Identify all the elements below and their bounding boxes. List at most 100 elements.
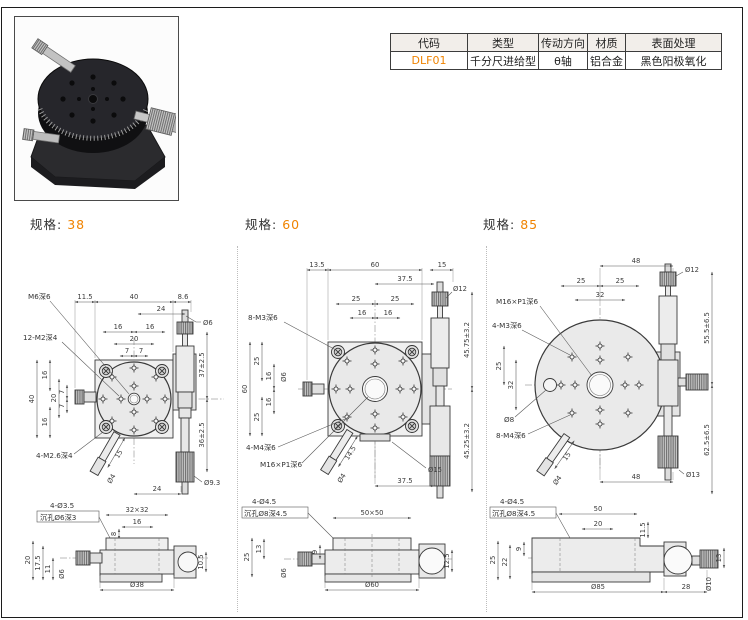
- dim-60-mic-offset: 15: [438, 261, 447, 269]
- spec-label-text: 规格:: [245, 217, 278, 232]
- callout-60-8m3: 8-M3深6: [248, 313, 278, 322]
- dim-85-knob-dia: Ø13: [686, 471, 700, 479]
- dim-38-dia38: Ø38: [130, 581, 144, 589]
- dim-85-L25: 25: [495, 362, 503, 371]
- dim-38-tip-dia: Ø6: [203, 319, 213, 327]
- dim-85-lever-length: 15: [561, 451, 573, 463]
- cell-material: 铝合金: [587, 51, 626, 70]
- dim-38-body-height: 40: [28, 395, 36, 404]
- dim-85-25b: 25: [616, 277, 625, 285]
- dim-38-L16a: 16: [41, 371, 49, 380]
- spec-table-row: DLF01 千分尺进给型 θ轴 铝合金 黑色阳极氧化: [390, 51, 722, 70]
- drawing-85-side: 4-Ø4.5 沉孔Ø8深4.5 50 20 11.5 25 22 9: [489, 497, 726, 594]
- spec-label-38: 规格: 38: [30, 214, 85, 233]
- dim-38-lever-length: 15: [113, 448, 124, 459]
- cell-finish: 黑色阳极氧化: [625, 51, 722, 70]
- dim-38-offset: 11.5: [77, 293, 92, 301]
- dim-38-L20: 20: [50, 394, 58, 403]
- dim-38-bottom-24: 24: [153, 485, 162, 493]
- dim-60-side-25: 25: [243, 553, 251, 562]
- callout-38-hole: 4-Ø3.5: [50, 501, 74, 510]
- dim-85-28: 28: [682, 583, 691, 591]
- dim-38-side-10-5: 10.5: [197, 554, 205, 569]
- dim-85-32: 32: [596, 291, 605, 299]
- dim-60-L16a: 16: [265, 372, 273, 381]
- dim-60-L25a: 25: [253, 357, 261, 366]
- callout-85-m16: M16×P1深6: [496, 297, 538, 306]
- dim-38-32x32: 32×32: [126, 506, 149, 514]
- page-frame: [1, 7, 743, 618]
- clamp-screw-left: [22, 128, 61, 144]
- drawing-85: 15 Ø4 48 Ø12 25 25 32 25 32 55.5±6.5: [489, 257, 726, 594]
- cell-code: DLF01: [390, 51, 468, 70]
- dim-85-dia85: Ø85: [591, 583, 605, 591]
- dim-38-side-20: 20: [24, 556, 32, 565]
- cell-type: 千分尺进给型: [467, 51, 539, 70]
- dim-85-side-9: 9: [515, 547, 523, 551]
- drawing-38-main: 15 Ø4 11.5 40 8.6 24 Ø6 16 16 20: [23, 292, 224, 496]
- dim-38-side-8: 8: [110, 532, 118, 536]
- dim-60-side-12-5: 12.5: [443, 553, 451, 568]
- callout-85-8m4: 8-M4深6: [496, 431, 526, 440]
- dim-38-16b: 16: [146, 323, 155, 331]
- spec-label-85: 规格: 85: [483, 214, 538, 233]
- dim-85-20: 20: [594, 520, 603, 528]
- callout-38-m6: M6深6: [28, 292, 51, 301]
- dim-85-tip-dia: Ø12: [685, 266, 699, 274]
- drawing-60-side: 4-Ø4.5 沉孔Ø8深4.5 50×50 25 13 9 Ø6: [241, 497, 454, 592]
- product-photo-illustration: [22, 38, 184, 189]
- dim-60-16b: 16: [384, 309, 393, 317]
- dim-60-16a: 16: [358, 309, 367, 317]
- dim-38-side-16: 16: [133, 518, 142, 526]
- column-separator-2: [486, 246, 487, 612]
- dim-38-side-17-5: 17.5: [34, 555, 42, 570]
- dim-60-lever-dia: Ø4: [336, 472, 348, 484]
- callout-60-hole: 4-Ø4.5: [252, 497, 276, 506]
- spec-value: 38: [67, 217, 86, 232]
- dim-60-knob-dia6: Ø6: [280, 568, 288, 578]
- dim-60-37-5-top: 37.5: [397, 275, 412, 283]
- dim-38-body-width: 40: [130, 293, 139, 301]
- product-photo: [14, 16, 184, 201]
- dim-85-travel-down: 62.5±6.5: [703, 424, 711, 456]
- dim-38-16a: 16: [114, 323, 123, 331]
- dim-60-hole-dia: Ø6: [280, 372, 288, 382]
- drawing-38-side: 4-Ø3.5 沉孔Ø6深3 32×32 16 8 20 17.5: [24, 501, 210, 592]
- spec-value: 60: [282, 217, 301, 232]
- dim-85-48-top: 48: [632, 257, 641, 265]
- dim-38-knob-dia: Ø9.3: [204, 479, 220, 487]
- spec-table-header-row: 代码 类型 传动方向 材质 表面处理: [390, 33, 722, 52]
- dim-38-L7a: 7: [58, 390, 66, 394]
- dim-60-body-width: 60: [371, 261, 380, 269]
- dim-85-25a: 25: [577, 277, 586, 285]
- dim-38-7a: 7: [125, 347, 129, 355]
- dim-60-side-13: 13: [255, 545, 263, 554]
- dim-38-side-11: 11: [44, 565, 52, 574]
- dim-60-side-9: 9: [311, 550, 319, 554]
- dim-85-travel-up: 55.5±6.5: [703, 312, 711, 344]
- dim-38-lever-dia: Ø4: [106, 473, 118, 485]
- dim-85-side-25: 25: [489, 556, 497, 565]
- dim-85-48-bottom: 48: [632, 473, 641, 481]
- dim-60-L25b: 25: [253, 413, 261, 422]
- col-direction: 传动方向: [538, 33, 588, 52]
- dim-38-travel-down: 36±2.5: [198, 422, 206, 447]
- dim-85-L32: 32: [507, 381, 515, 390]
- dim-85-11-5: 11.5: [639, 522, 647, 537]
- col-material: 材质: [587, 33, 626, 52]
- spec-label-60: 规格: 60: [245, 214, 300, 233]
- dim-38-L16b: 16: [41, 418, 49, 427]
- callout-60-m16: M16×P1深6: [260, 460, 302, 469]
- dim-38-7b: 7: [139, 347, 143, 355]
- micrometer: [133, 107, 184, 136]
- dim-60-tip-dia: Ø12: [453, 285, 467, 293]
- dim-60-lever-length: 14.5: [343, 444, 358, 461]
- dim-38-24: 24: [157, 305, 166, 313]
- callout-38-4m26: 4-M2.6深4: [36, 451, 73, 460]
- callout-38-counterbore: 沉孔Ø6深3: [40, 513, 76, 522]
- col-type: 类型: [467, 33, 539, 52]
- spec-label-text: 规格:: [30, 217, 63, 232]
- dim-85-side-22: 22: [501, 558, 509, 567]
- col-finish: 表面处理: [625, 33, 722, 52]
- dim-38-L7b: 7: [58, 404, 66, 408]
